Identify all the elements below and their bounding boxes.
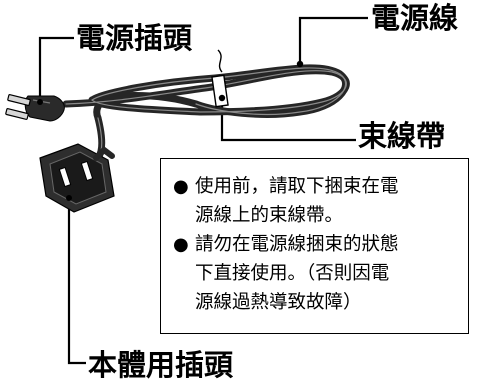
note-text: 使用前，請取下捆束在電 源線上的束線帶。 <box>195 172 464 230</box>
caution-note-box: ● 使用前，請取下捆束在電 源線上的束線帶。 ● 請勿在電源線捆束的狀態 下直接… <box>160 158 469 334</box>
power-cord-label: 電源線 <box>371 1 459 35</box>
appliance-plug-marker-dot <box>66 195 72 201</box>
plug-marker-dot <box>37 99 43 105</box>
note-line: 源線上的束線帶。 <box>195 205 344 226</box>
cord-coil <box>62 64 350 162</box>
leader-body-plug <box>67 198 86 365</box>
note-text: 請勿在電源線捆束的狀態 下直接使用。（否則因電 源線過熱導致故障） <box>195 230 464 317</box>
power-plug-icon <box>5 94 65 122</box>
cable-tie-label: 束線帶 <box>358 119 446 153</box>
bullet-icon: ● <box>173 234 189 255</box>
leader-plug <box>38 36 74 102</box>
power-plug-label: 電源插頭 <box>76 21 193 55</box>
tie-marker-dot <box>218 94 226 102</box>
note-line: 請勿在電源線捆束的狀態 <box>195 234 399 255</box>
note-line: 下直接使用。（否則因電 <box>195 263 390 284</box>
note-line: 源線過熱導致故障） <box>195 292 362 313</box>
cable-tie <box>211 49 229 108</box>
note-item: ● 請勿在電源線捆束的狀態 下直接使用。（否則因電 源線過熱導致故障） <box>173 230 464 317</box>
appliance-plug-icon <box>39 143 115 213</box>
bullet-icon: ● <box>173 176 189 197</box>
note-line: 使用前，請取下捆束在電 <box>195 176 399 197</box>
appliance-plug-label: 本體用插頭 <box>88 348 234 382</box>
note-item: ● 使用前，請取下捆束在電 源線上的束線帶。 <box>173 172 464 230</box>
cord-marker-dot <box>296 60 304 68</box>
leader-cord <box>298 16 368 64</box>
